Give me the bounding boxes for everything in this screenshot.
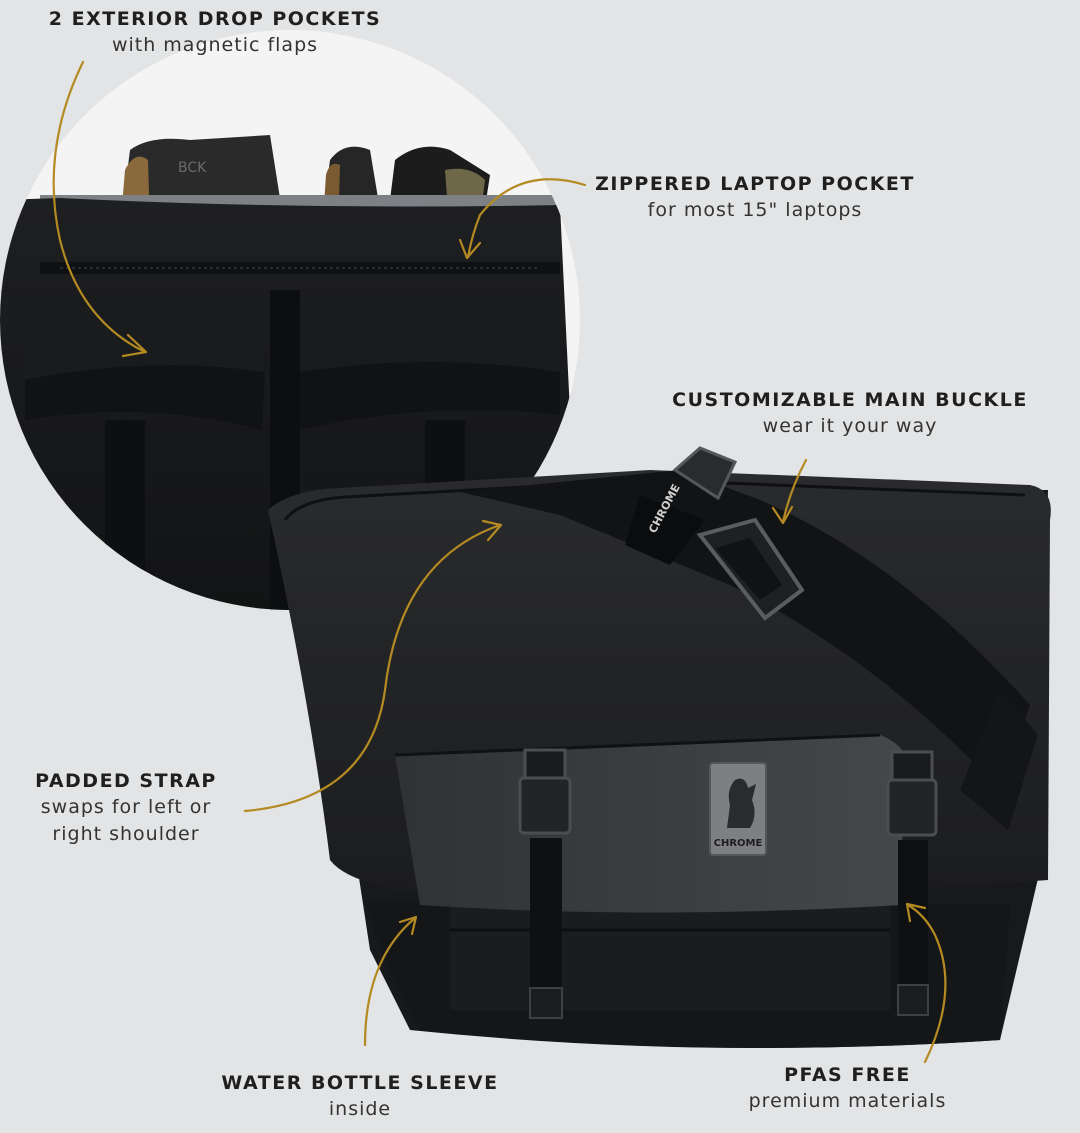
callout-title: CUSTOMIZABLE MAIN BUCKLE: [672, 389, 1028, 411]
arrowhead-drop-pockets: [121, 333, 148, 358]
callout-subtitle: for most 15" laptops: [647, 199, 863, 221]
callout-drop-pockets: 2 EXTERIOR DROP POCKETS with magnetic fl…: [40, 6, 390, 59]
arrowhead-pfas-free: [905, 902, 927, 923]
chrome-griffin-logo-icon: [709, 762, 767, 856]
arrow-pfas-free: [906, 903, 947, 1064]
arrowhead-main-buckle: [771, 505, 794, 525]
callout-subtitle: swaps for left or right shoulder: [40, 796, 212, 845]
callout-title: ZIPPERED LAPTOP POCKET: [595, 173, 915, 195]
arrow-main-buckle: [781, 458, 808, 524]
boot-brand-text: BCK: [178, 160, 207, 176]
arrowhead-water-bottle: [398, 915, 418, 936]
buckle-icon: [672, 446, 805, 621]
pocket-detail-inset: BCK: [0, 30, 580, 610]
callout-main-buckle: CUSTOMIZABLE MAIN BUCKLE wear it your wa…: [665, 387, 1035, 440]
callout-title: PADDED STRAP: [35, 770, 217, 792]
left-buckle: [518, 748, 572, 1019]
arrowhead-padded-strap: [481, 519, 503, 542]
callout-subtitle: premium materials: [748, 1090, 947, 1112]
callout-title: PFAS FREE: [784, 1064, 911, 1086]
callout-laptop-pocket: ZIPPERED LAPTOP POCKET for most 15" lapt…: [595, 171, 915, 224]
callout-subtitle: with magnetic flaps: [111, 34, 319, 56]
callout-subtitle: wear it your way: [762, 415, 938, 437]
arrow-water-bottle: [363, 916, 417, 1047]
callout-subtitle: inside: [328, 1098, 392, 1120]
arrowhead-laptop-pocket: [458, 238, 482, 260]
callout-water-bottle-sleeve: WATER BOTTLE SLEEVE inside: [215, 1070, 505, 1123]
annotation-arrows: [52, 60, 947, 1064]
messenger-bag: CHROME CHROME: [268, 446, 1051, 1048]
logo-text: CHROME: [714, 838, 763, 849]
arrow-laptop-pocket: [466, 178, 587, 259]
callout-pfas-free: PFAS FREE premium materials: [725, 1062, 970, 1115]
right-buckle: [886, 750, 938, 1016]
callout-padded-strap: PADDED STRAP swaps for left or right sho…: [10, 768, 242, 848]
arrow-padded-strap: [243, 523, 502, 813]
callout-title: 2 EXTERIOR DROP POCKETS: [48, 8, 382, 30]
callout-title: WATER BOTTLE SLEEVE: [221, 1072, 499, 1094]
arrow-drop-pockets: [52, 60, 147, 354]
